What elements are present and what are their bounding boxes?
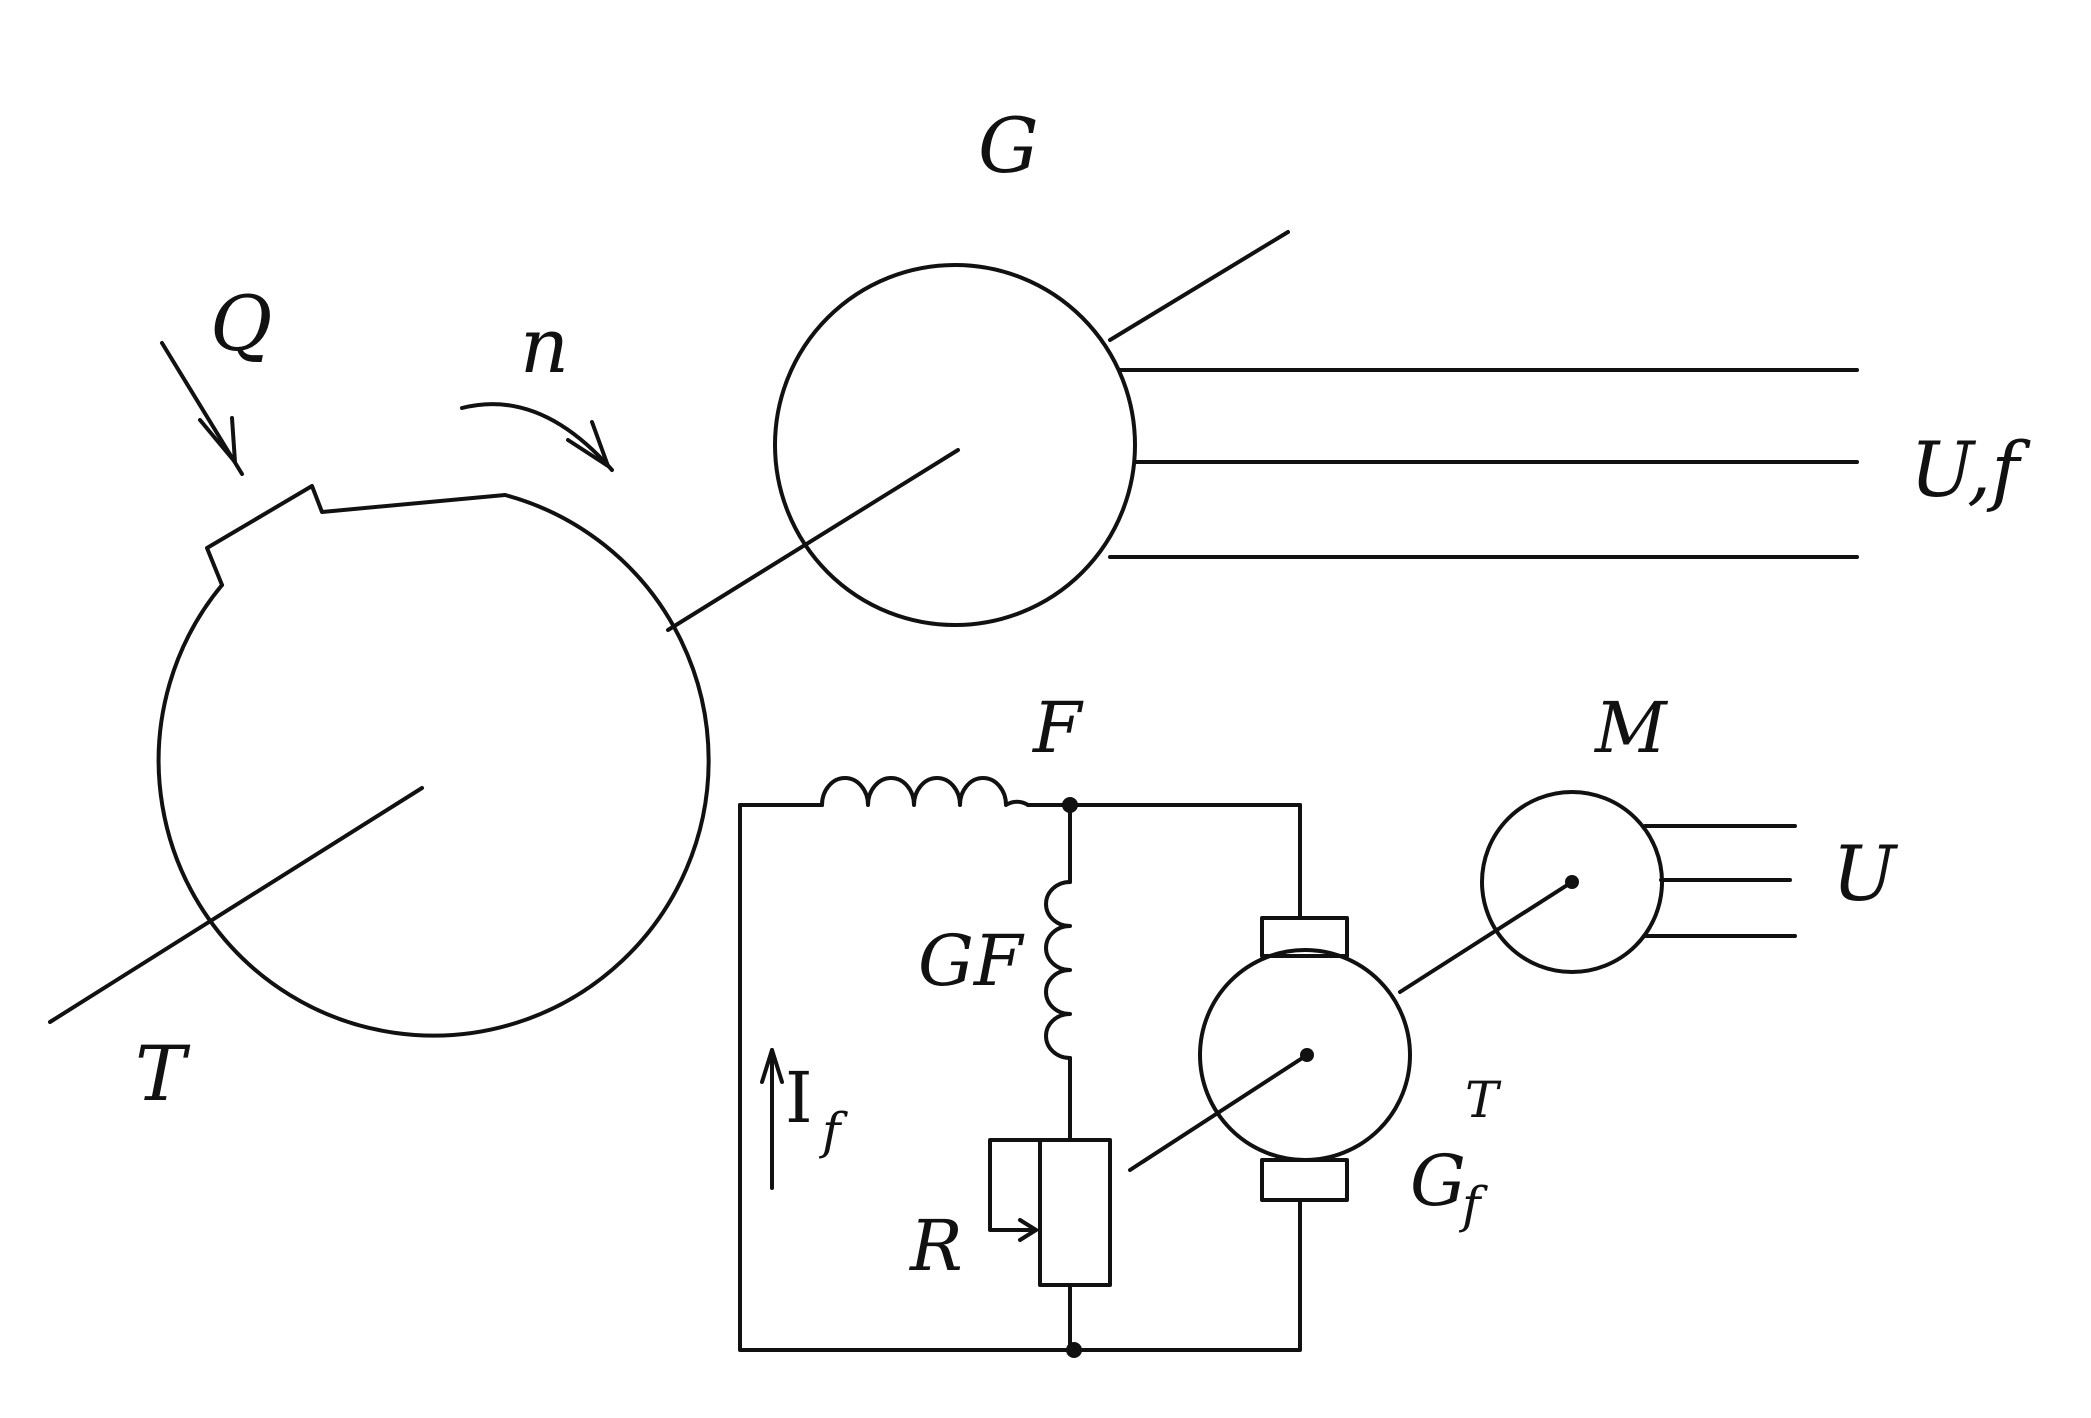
turbine-inlet-notch xyxy=(205,484,507,587)
field-current-subscript: f xyxy=(818,1102,848,1160)
exciter-brush-top xyxy=(1260,916,1349,958)
exciter-brush-bottom xyxy=(1260,1158,1349,1202)
excitation-circuit xyxy=(738,776,1302,1358)
heat-input-arrow xyxy=(160,341,244,476)
turbine-shaft xyxy=(48,786,424,1024)
turbine-label: T xyxy=(135,1029,191,1118)
motor xyxy=(1480,790,1797,974)
motor-output-label: U xyxy=(1832,829,1899,918)
generator-label: G xyxy=(978,101,1039,190)
generator xyxy=(773,230,1859,627)
exciter-superscript: T xyxy=(1465,1071,1502,1129)
exciter-machine xyxy=(1128,880,1574,1207)
field-winding-coil xyxy=(820,776,1030,807)
exciter-field-label: GF xyxy=(918,920,1025,1002)
rheostat-wiper xyxy=(988,1138,1072,1232)
field-current-symbol: I xyxy=(785,1057,813,1139)
rotation-arrow xyxy=(460,402,614,472)
generator-output-label: U,f xyxy=(1910,425,2031,514)
junction-bottom xyxy=(1066,1342,1082,1358)
generator-body xyxy=(773,263,1137,627)
exciter-motor-shaft xyxy=(1398,880,1574,994)
circuit-loop xyxy=(738,803,1302,1352)
rheostat-label: R xyxy=(908,1205,963,1287)
junction-top xyxy=(1062,797,1078,813)
generator-shaft-stub xyxy=(1108,230,1290,342)
exciter-symbol: G xyxy=(1410,1140,1466,1222)
turbine-generator-shaft xyxy=(666,448,960,632)
heat-input-label: Q xyxy=(210,279,272,368)
exciter-field-coil xyxy=(1044,880,1072,1060)
rheostat-body xyxy=(1038,1138,1112,1287)
exciter-subscript: f xyxy=(1458,1176,1488,1234)
field-current-arrow xyxy=(760,1048,784,1190)
motor-label: M xyxy=(1593,687,1669,769)
turbine-body xyxy=(156,493,711,1038)
exciter-shaft xyxy=(1128,1053,1309,1172)
field-current-label: I f xyxy=(785,1057,848,1160)
exciter-label: G T f xyxy=(1410,1071,1502,1234)
field-winding-label: F xyxy=(1031,687,1084,769)
speed-label: n xyxy=(520,301,569,390)
turbine xyxy=(48,448,960,1038)
